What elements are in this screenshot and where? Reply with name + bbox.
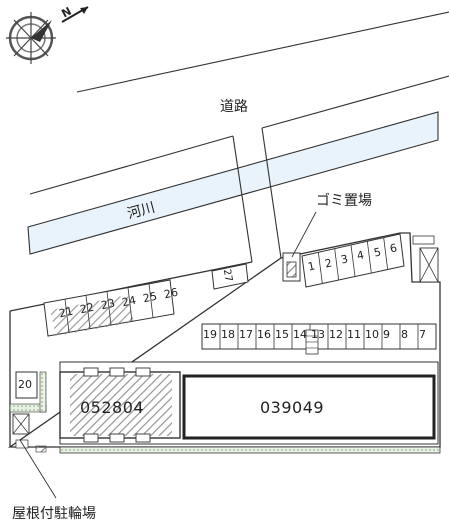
garbage-label: ゴミ置場	[316, 193, 372, 209]
parking-space-label: 14	[293, 328, 307, 341]
parking-space-label: 15	[275, 328, 289, 341]
compass-icon	[6, 6, 89, 64]
road-edge-right	[261, 75, 449, 129]
parking-20	[15, 371, 38, 399]
parking-space-label: 19	[203, 328, 217, 341]
parking-space-label: 13	[311, 328, 325, 341]
parking-row-top-right	[301, 233, 405, 288]
building-b-label: 039049	[260, 398, 325, 417]
grass-strip	[59, 446, 441, 454]
parking-space-label: 9	[383, 328, 390, 341]
road-label: 道路	[220, 99, 248, 115]
road-edge-left	[29, 135, 234, 195]
parking-space-label: 11	[347, 328, 361, 341]
river	[27, 111, 439, 255]
parking-20-label: 20	[18, 378, 32, 391]
building-a-label: 052804	[80, 398, 145, 417]
parking-row-left	[43, 279, 175, 337]
parking-space-label: 26	[162, 285, 179, 302]
parking-27	[211, 263, 249, 290]
parking-space-label: 17	[239, 328, 253, 341]
garbage-leader-line	[291, 211, 317, 258]
bike-leader-line	[19, 439, 57, 499]
parking-space-label: 7	[419, 328, 426, 341]
parking-row-middle	[201, 323, 437, 350]
road-edge-top	[76, 11, 449, 93]
parking-space-label: 12	[329, 328, 343, 341]
parking-space-label: 16	[257, 328, 271, 341]
parking-space-label: 18	[221, 328, 235, 341]
parking-space-label: 24	[120, 293, 137, 309]
parking-space-label: 25	[141, 289, 158, 306]
bike-shelter-label: 屋根付駐輪場	[12, 506, 96, 522]
parking-space-label: 8	[401, 328, 408, 341]
parking-27-label: 27	[220, 268, 234, 283]
building-039049	[182, 374, 436, 440]
parking-space-label: 10	[365, 328, 379, 341]
